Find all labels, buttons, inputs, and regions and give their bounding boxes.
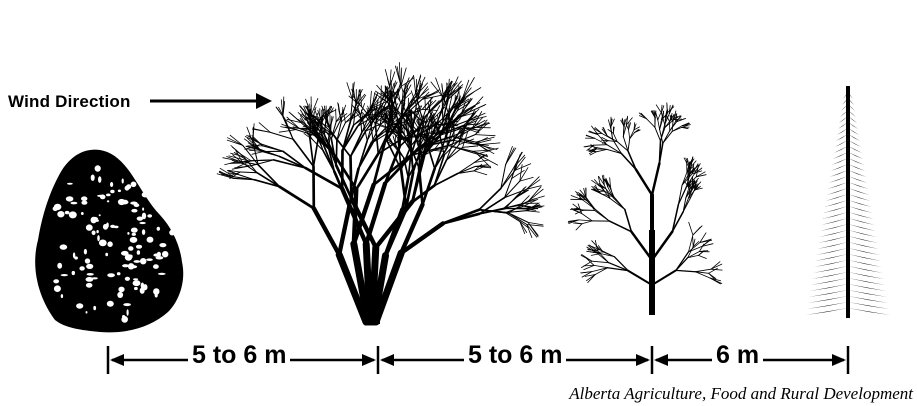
deciduous-tree-icon	[568, 103, 722, 315]
spacing-label-1: 5 to 6 m	[188, 340, 290, 370]
wind-arrow-icon	[150, 93, 272, 109]
spruce-tree-icon	[806, 86, 891, 318]
spacing-label-2: 5 to 6 m	[464, 340, 566, 370]
wind-direction-label: Wind Direction	[8, 92, 131, 112]
shrub-icon	[35, 150, 183, 333]
spacing-label-3: 6 m	[712, 340, 763, 370]
image-credit: Alberta Agriculture, Food and Rural Deve…	[569, 384, 913, 404]
